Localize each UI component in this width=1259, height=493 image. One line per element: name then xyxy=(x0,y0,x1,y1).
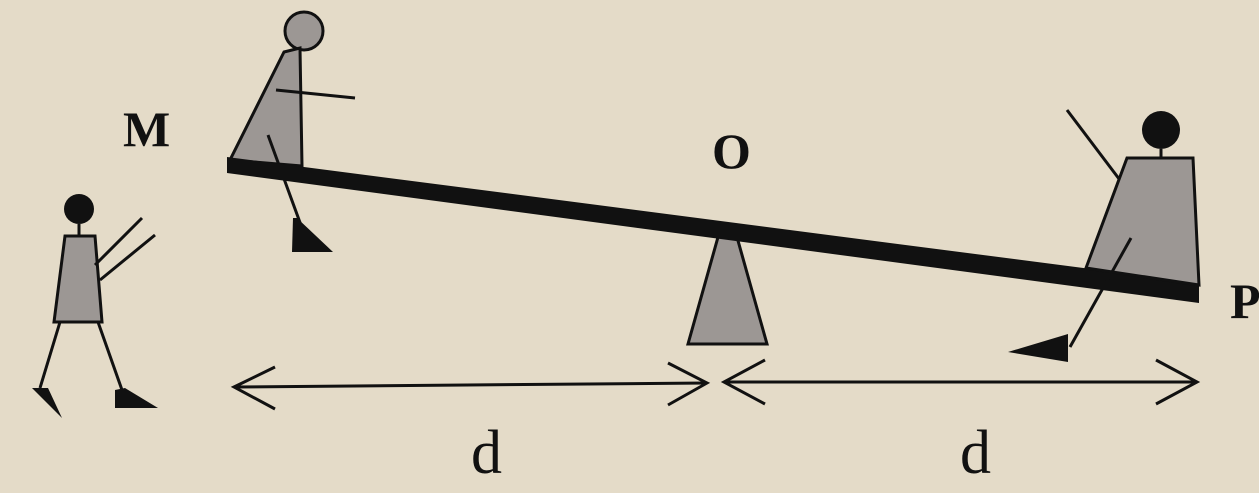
person-m-leg xyxy=(266,134,304,229)
person-m-foot xyxy=(292,218,333,252)
person-p-head xyxy=(1142,111,1180,149)
person-m-head xyxy=(283,10,325,52)
walking-person-foot xyxy=(115,388,158,408)
walking-person-leg xyxy=(96,321,124,391)
distance-arrow-left xyxy=(230,361,711,411)
person-m-body xyxy=(227,46,304,168)
walking-person-head xyxy=(64,194,94,224)
person-m xyxy=(227,10,356,252)
person-p-leg xyxy=(1068,237,1133,348)
distance-arrow-right xyxy=(720,358,1201,406)
label-p: P xyxy=(1230,273,1259,329)
person-p xyxy=(1008,109,1201,362)
walking-person-arm xyxy=(93,216,144,267)
label-m: M xyxy=(123,101,170,157)
person-p-body xyxy=(1083,156,1201,287)
walking-person xyxy=(32,194,158,418)
person-p-foot xyxy=(1008,334,1068,362)
fulcrum xyxy=(686,228,769,346)
walking-person-arm xyxy=(99,233,156,282)
walking-person-leg xyxy=(38,321,62,389)
label-o: O xyxy=(712,123,751,179)
label-d-right: d xyxy=(960,419,991,487)
label-d-left: d xyxy=(471,419,502,487)
seesaw-plank xyxy=(227,157,1199,303)
walking-person-body xyxy=(52,234,104,324)
walking-person-foot xyxy=(32,388,62,418)
person-m-arm xyxy=(275,88,356,100)
